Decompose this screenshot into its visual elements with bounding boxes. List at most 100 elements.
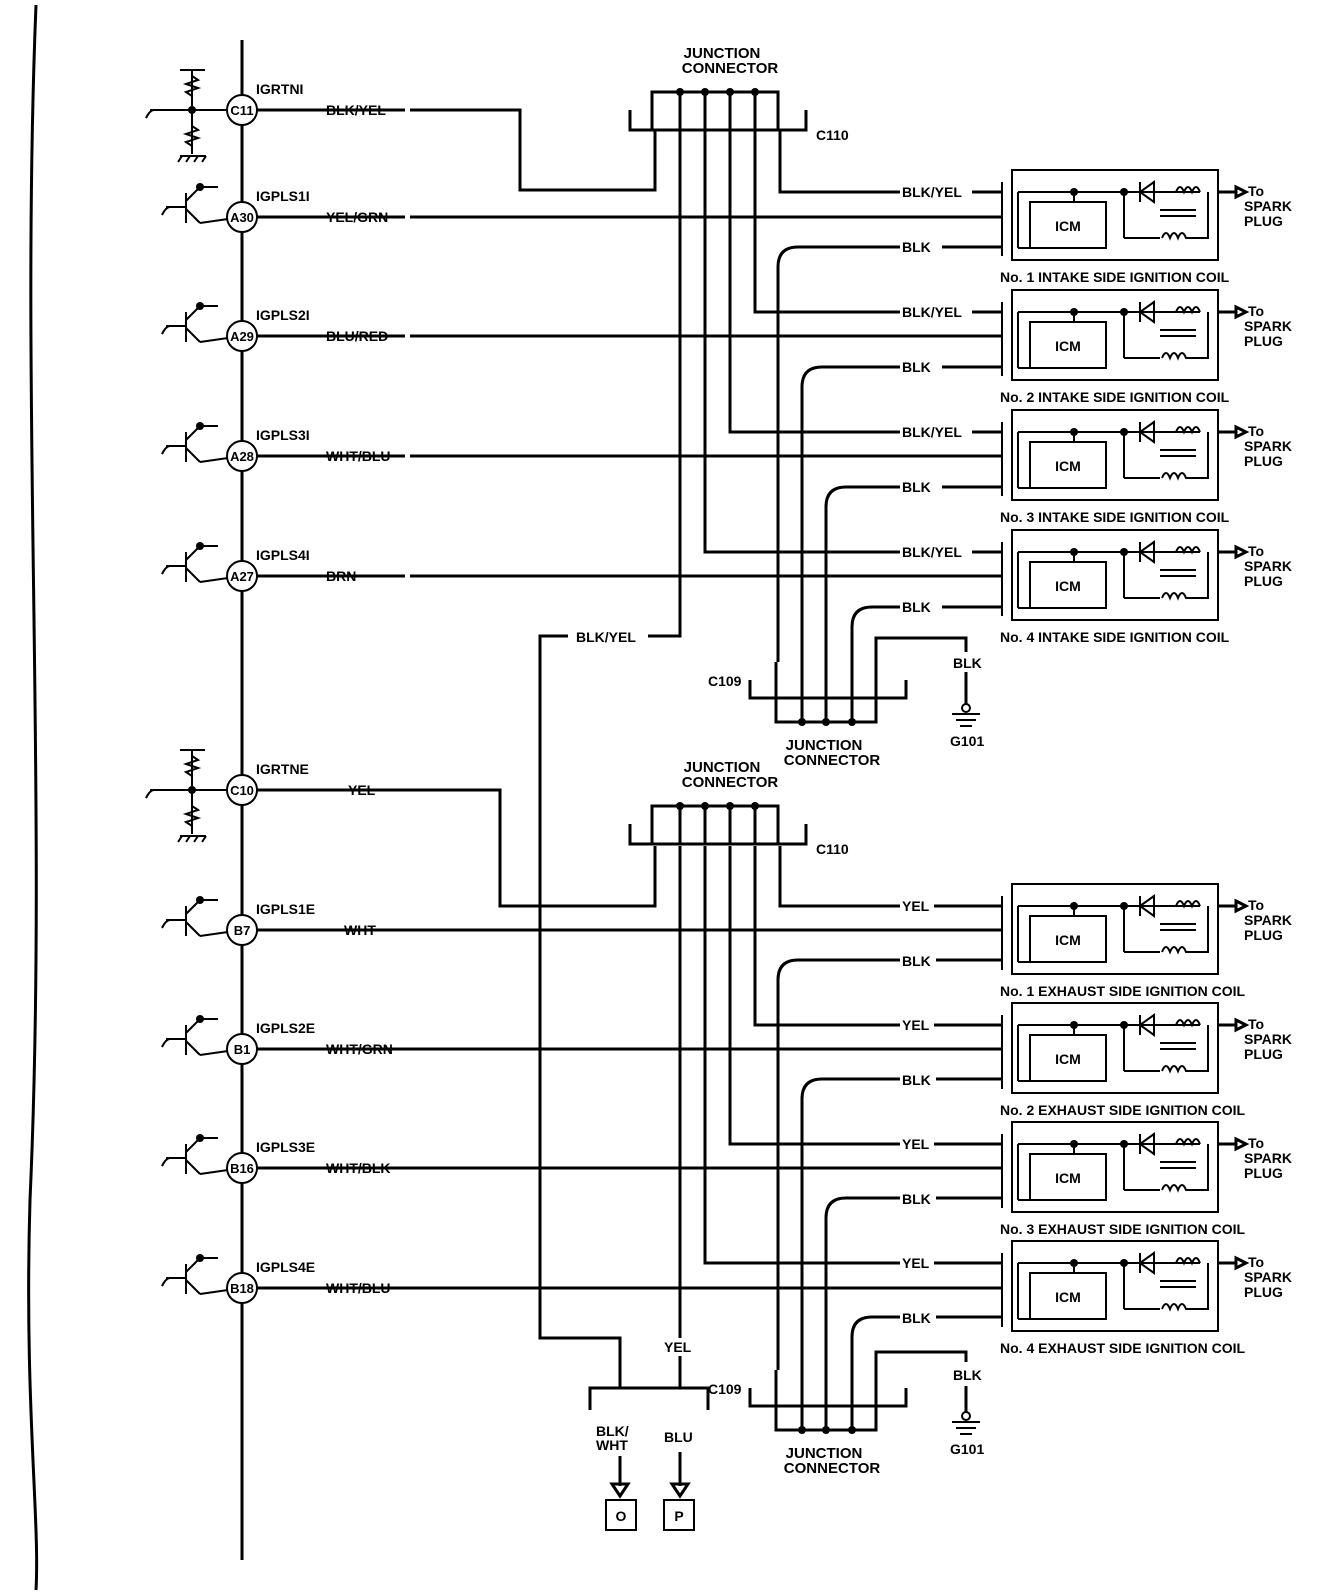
ecm-housing-edge [27, 4, 39, 1591]
exhaust-ground-wire [800, 1077, 900, 1370]
icm-module [1029, 201, 1107, 249]
coil-power-wire-label: YEL [902, 1255, 930, 1271]
connector-ref-label: O [616, 1508, 627, 1524]
arrow-icon [1234, 544, 1250, 560]
diode-icon [1138, 180, 1155, 204]
connector-id: C110 [816, 127, 849, 143]
exhaust-ignition-coil-3 [1011, 1121, 1219, 1213]
to-spark-plug-label: SPARK [1244, 1269, 1292, 1285]
coil-ground-wire-label: BLK [902, 1072, 931, 1088]
junction-dot [188, 786, 196, 794]
icm-label: ICM [1055, 578, 1081, 594]
to-spark-plug-label: PLUG [1244, 1165, 1283, 1181]
coil-name-label: No. 1 EXHAUST SIDE IGNITION COIL [1000, 983, 1245, 999]
output-wire-label: WHT [596, 1437, 628, 1453]
junction-dot [188, 106, 196, 114]
exhaust-ground-wire [776, 958, 900, 1370]
ground-id-label: G101 [950, 733, 984, 749]
transistor-emitter [185, 1040, 201, 1056]
junction-dot [751, 88, 759, 96]
transistor-lead [199, 457, 229, 463]
junction-dot [1070, 902, 1078, 910]
connector-id: C109 [708, 1381, 742, 1397]
icm-label: ICM [1055, 1289, 1081, 1305]
junction-dot [701, 802, 709, 810]
icm-label: ICM [1055, 1170, 1081, 1186]
to-spark-plug-label: PLUG [1244, 927, 1283, 943]
junction-dot [751, 802, 759, 810]
junction-title: CONNECTOR [784, 1460, 881, 1477]
ecm-pin-label: B16 [230, 1161, 254, 1176]
to-spark-plug-label: SPARK [1244, 1150, 1292, 1166]
coil-winding-icon [1175, 306, 1201, 315]
junction-dot [1070, 1140, 1078, 1148]
intake-power-branch [728, 130, 900, 434]
intake-power-branch [753, 130, 900, 314]
junction-dot [848, 718, 856, 726]
coil-winding-icon [1175, 426, 1201, 435]
crossover-wire-label: BLK/YEL [576, 629, 636, 645]
icm-module [1029, 1034, 1107, 1082]
intake-ground-wire [850, 605, 900, 662]
exhaust-ignition-coil-4 [1011, 1240, 1219, 1332]
open-lead-icon [161, 1157, 171, 1167]
coil-housing [1011, 883, 1219, 975]
connector-ref-o [605, 1499, 637, 1531]
coil-winding-icon [1161, 906, 1209, 955]
to-spark-plug-label: To [1248, 543, 1264, 559]
coil-winding-icon [1161, 312, 1209, 361]
ecm-signal-name: IGPLS3I [256, 427, 310, 443]
junction-dot [1070, 548, 1078, 556]
transistor-emitter [185, 447, 201, 463]
transistor-lead [199, 1169, 229, 1175]
coil-ground-wire-label: BLK [902, 1310, 931, 1326]
coil-winding-icon [1161, 1263, 1209, 1312]
junction-dot [196, 1015, 204, 1023]
coil-winding-icon [1161, 192, 1209, 241]
to-spark-plug-label: To [1248, 303, 1264, 319]
wire-color-label: WHT/BLK [326, 1160, 391, 1176]
diode-icon [1138, 894, 1155, 918]
junction-dot [848, 1426, 856, 1434]
coil-ground-wire-label: BLK [902, 359, 931, 375]
icm-module [1029, 321, 1107, 369]
icm-label: ICM [1055, 218, 1081, 234]
wire-color-label: WHT/BLU [326, 1280, 391, 1296]
coil-name-label: No. 4 INTAKE SIDE IGNITION COIL [1000, 629, 1230, 645]
wire-color-label: BLU/RED [326, 328, 388, 344]
arrow-icon [1234, 304, 1250, 320]
chassis-ground-icon [177, 155, 207, 163]
coil-name-label: No. 3 INTAKE SIDE IGNITION COIL [1000, 509, 1230, 525]
coil-ground-wire-label: BLK [902, 599, 931, 615]
icm-label: ICM [1055, 338, 1081, 354]
to-spark-plug-label: SPARK [1244, 1031, 1292, 1047]
coil-name-label: No. 2 INTAKE SIDE IGNITION COIL [1000, 389, 1230, 405]
diode-icon [1138, 1013, 1155, 1037]
junction-bracket [628, 110, 808, 132]
junction-dot [701, 88, 709, 96]
coil-name-label: No. 1 INTAKE SIDE IGNITION COIL [1000, 269, 1230, 285]
junction-dot [196, 183, 204, 191]
transistor-emitter [185, 1159, 201, 1175]
icm-module [1029, 561, 1107, 609]
ecm-pin-label: A27 [230, 569, 254, 584]
to-spark-plug-label: SPARK [1244, 438, 1292, 454]
to-spark-plug-label: To [1248, 423, 1264, 439]
junction-dot [798, 1426, 806, 1434]
feed-wire-label: YEL [664, 1339, 692, 1355]
crossover-wire [648, 130, 682, 638]
junction-title: JUNCTION [684, 759, 761, 776]
coil-power-wire-label: BLK/YEL [902, 304, 962, 320]
junction-dot [196, 422, 204, 430]
transistor-lead [199, 577, 229, 583]
open-lead-icon [161, 445, 171, 455]
icm-label: ICM [1055, 1051, 1081, 1067]
junction-dot [798, 718, 806, 726]
coil-housing [1011, 1121, 1219, 1213]
junction-dot [1070, 1021, 1078, 1029]
coil-winding-icon [1175, 1257, 1201, 1266]
ecm-pin-label: C10 [230, 783, 254, 798]
junction-dot [196, 896, 204, 904]
arrow-icon [1234, 1255, 1250, 1271]
